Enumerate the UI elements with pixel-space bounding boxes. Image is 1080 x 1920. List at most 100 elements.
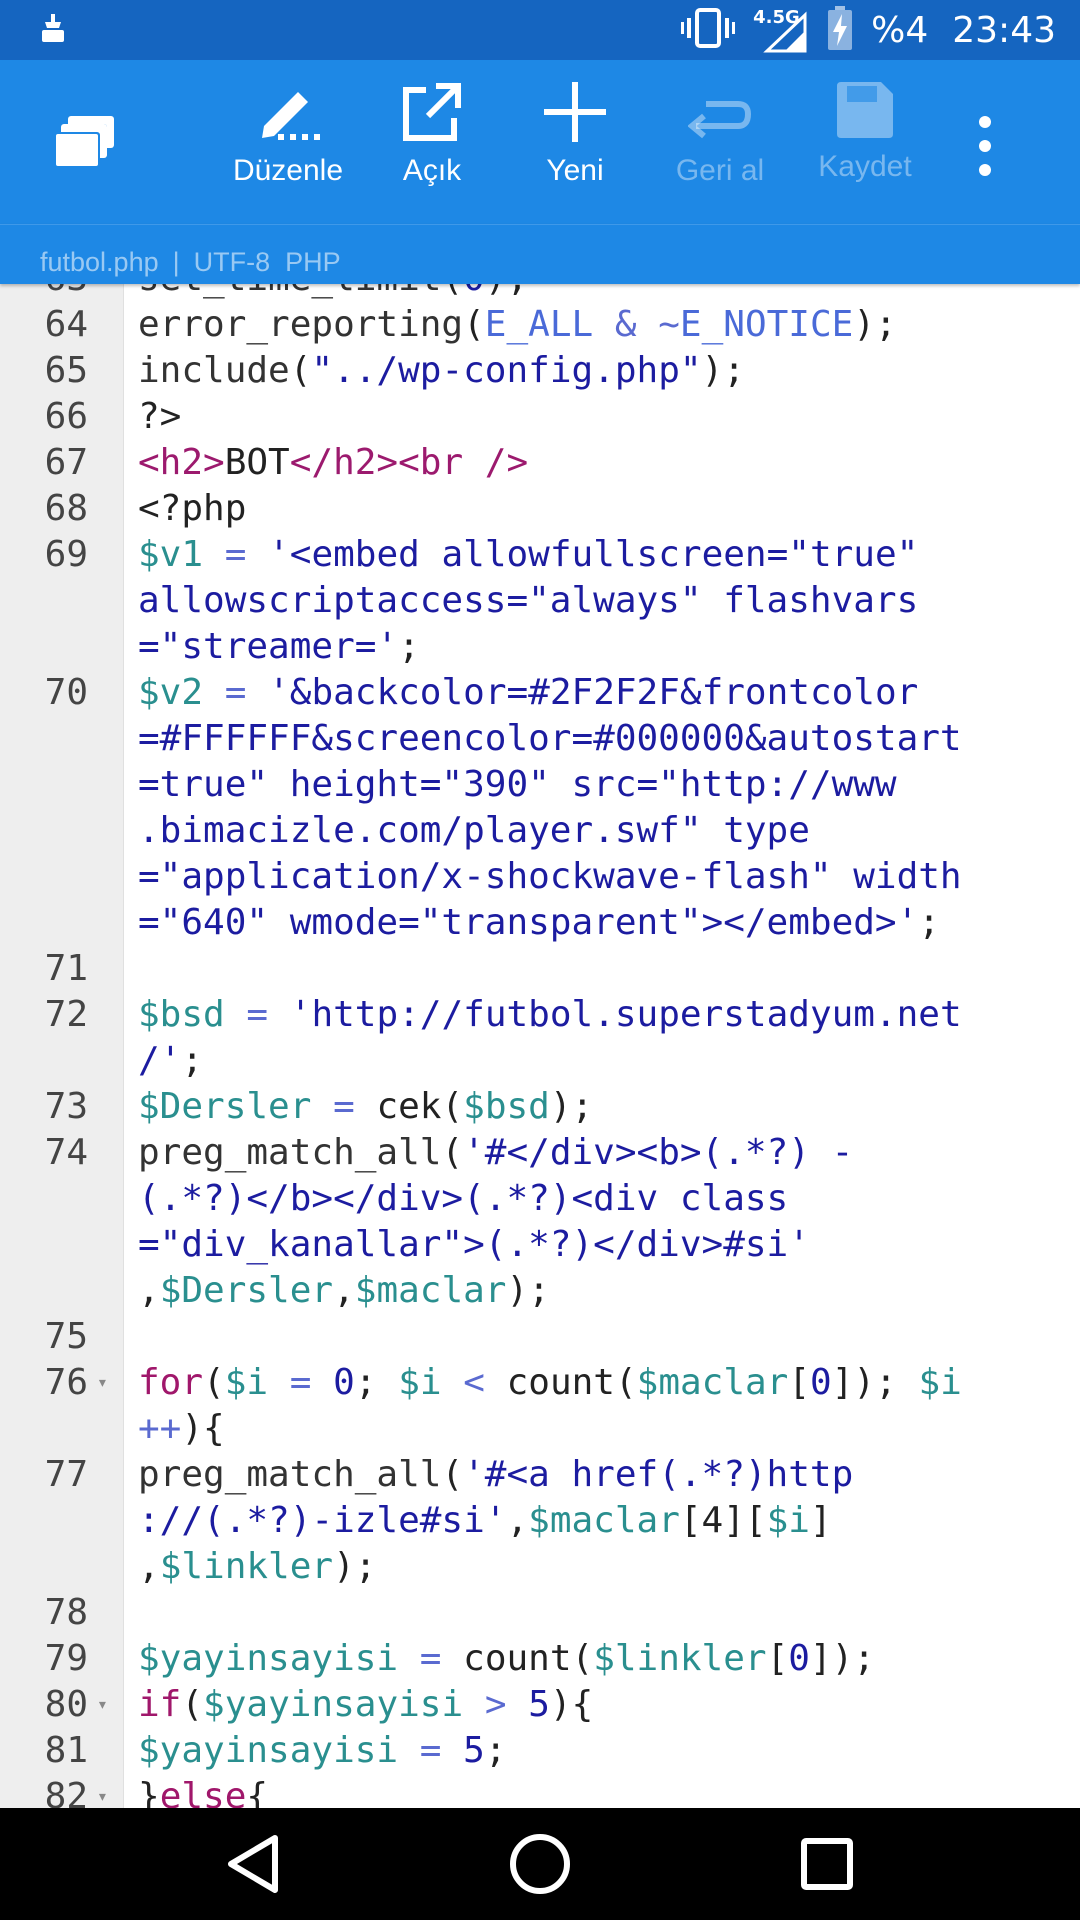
save-label: Kaydet [818,150,912,183]
more-options-button[interactable] [964,60,1006,224]
code-line: 80▾if($yayinsayisi > 5){ [0,1682,1080,1728]
new-button[interactable]: Yeni [535,60,615,224]
line-number: 73 [44,1086,88,1127]
code-text: <?php [138,486,246,532]
back-triangle-icon [228,1835,278,1893]
undo-button[interactable]: Geri al [670,60,770,224]
code-text: $Dersler = cek($bsd); [138,1084,593,1130]
line-number: 70 [44,672,88,713]
code-token: $i [918,1362,962,1403]
fold-arrow-icon[interactable]: ▾ [97,1694,108,1715]
plus-icon [544,82,606,142]
code-token: E_NOTICE [679,304,854,345]
code-token: ~ [658,304,680,345]
code-token: allowscriptaccess="always" flashvars [138,580,919,621]
code-token: .bimacizle.com/player.swf" type [138,810,810,851]
code-token: $yayinsayisi [203,1684,464,1725]
fold-arrow-icon[interactable]: ▾ [97,1786,108,1807]
code-token: E_ALL [484,304,594,345]
code-text: =#FFFFFF&screencolor=#000000&autostart [138,716,962,762]
code-line: 76▾for($i = 0; $i < count($maclar[0]); $… [0,1360,1080,1406]
code-token: ; [181,1040,204,1081]
home-button[interactable] [500,1826,580,1902]
code-line: 78 [0,1590,1080,1636]
code-line: ="streamer='; [0,624,1080,670]
undo-icon [688,101,752,139]
code-line: 73 $Dersler = cek($bsd); [0,1084,1080,1130]
recents-button[interactable] [787,1826,867,1902]
code-token [441,1730,463,1771]
code-line: =#FFFFFF&screencolor=#000000&autostart [0,716,1080,762]
code-token: $i [224,1362,269,1403]
code-token: ] [809,1500,832,1541]
battery-charging-icon [827,6,853,54]
code-token: [ [766,1638,789,1679]
code-token: ( [441,1132,464,1173]
line-number: 77 [44,1454,88,1495]
status-bar: 4.5G %4 23:43 [0,0,1080,60]
code-token: $Dersler [159,1270,334,1311]
code-token: ( [181,1684,204,1725]
line-number: 78 [44,1592,88,1633]
code-line: 75 [0,1314,1080,1360]
code-line: 82▾}else{ [0,1774,1080,1808]
line-number: 64 [44,304,88,345]
line-number: 74 [44,1132,88,1173]
code-token: ); [506,1270,550,1311]
code-token: "../wp-config.php" [311,350,702,391]
code-token: ( [289,350,312,391]
code-token: = [419,1730,442,1771]
home-circle-icon [510,1834,570,1894]
code-line: 66?> [0,394,1080,440]
code-token [593,304,615,345]
code-token: $i [398,1362,442,1403]
code-token: $v2 [138,672,204,713]
tabs-icon [54,116,114,168]
save-button[interactable]: Kaydet [810,60,920,224]
code-token: , [506,1500,529,1541]
code-text: ="streamer='; [138,624,420,670]
code-text: if($yayinsayisi > 5){ [138,1682,593,1728]
code-token: $linkler [593,1638,767,1679]
line-number: 68 [44,488,88,529]
code-text: ="div_kanallar">(.*?)</div>#si' [138,1222,810,1268]
line-number: 79 [44,1638,88,1679]
code-token: & [614,304,637,345]
code-token: ; [398,626,420,667]
code-token: $bsd [138,994,225,1035]
code-line: 68 <?php [0,486,1080,532]
code-token [398,1730,420,1771]
code-token: > [484,1684,507,1725]
code-token: [ [788,1362,811,1403]
tabs-button[interactable] [50,60,120,224]
code-token: count( [441,1638,594,1679]
code-token: else [159,1776,247,1808]
code-text: for($i = 0; $i < count($maclar[0]); $i [138,1360,962,1406]
code-line: 81$yayinsayisi = 5; [0,1728,1080,1774]
code-token: count( [484,1362,637,1403]
fold-arrow-icon[interactable]: ▾ [97,1372,108,1393]
code-line: 71 [0,946,1080,992]
file-info-bar: futbol.php|UTF-8 PHP [0,224,1080,284]
code-text: $yayinsayisi = count($linkler[0]); [138,1636,875,1682]
back-button[interactable] [213,1826,293,1902]
code-text: include("../wp-config.php"); [138,348,745,394]
code-token: $linkler [159,1546,334,1587]
code-token: $v1 [138,534,204,575]
edit-button[interactable]: Düzenle [228,60,348,224]
code-token: $yayinsayisi [138,1730,399,1771]
code-token: <?php [138,488,247,529]
code-token [246,672,268,713]
code-text: preg_match_all('#</div><b>(.*?) - [138,1130,853,1176]
code-token: = [289,1362,312,1403]
code-token: =#FFFFFF&screencolor=#000000&autostart [138,718,962,759]
code-token: ); [333,1546,377,1587]
code-line: (.*?)</b></div>(.*?)<div class [0,1176,1080,1222]
code-token: 5 [463,1730,485,1771]
code-text: /'; [138,1038,203,1084]
code-token: ; [354,1362,399,1403]
open-button[interactable]: Açık [392,60,472,224]
code-token: = [224,534,247,575]
code-text: $v1 = '<embed allowfullscreen="true" [138,532,918,578]
code-editor[interactable]: 63set_time_limit(0);64error_reporting(E_… [0,284,1080,1808]
